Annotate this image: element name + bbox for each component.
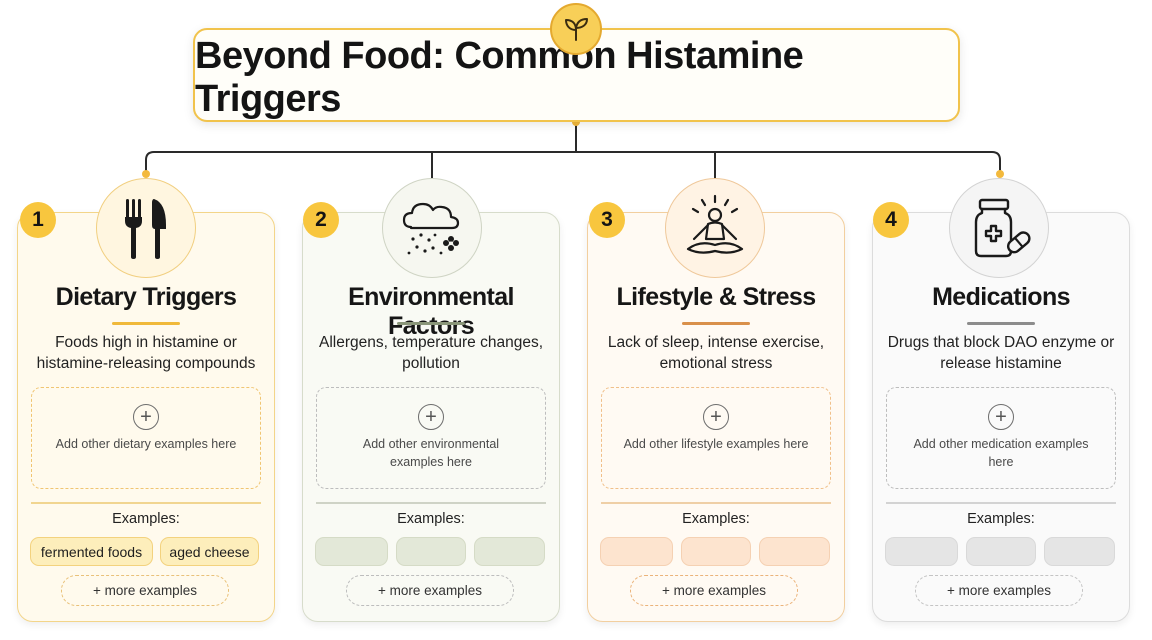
card-description: Lack of sleep, intense exercise, emotion… bbox=[607, 334, 825, 372]
title-underline bbox=[967, 322, 1035, 325]
add-examples-placeholder[interactable]: + Add other dietary examples here bbox=[31, 387, 261, 489]
plus-circle-icon[interactable]: + bbox=[703, 404, 729, 430]
example-chip[interactable]: aged cheese bbox=[160, 537, 259, 566]
card-title: Dietary Triggers bbox=[55, 283, 237, 311]
page-title: Beyond Food: Common Histamine Triggers bbox=[195, 35, 804, 120]
leaf-sprout-icon bbox=[550, 3, 602, 55]
card-description: Allergens, temperature changes, pollutio… bbox=[318, 334, 544, 372]
divider bbox=[31, 502, 261, 504]
more-examples-button[interactable]: + more examples bbox=[915, 575, 1083, 606]
placeholder-text: Add other environmental examples here bbox=[362, 437, 500, 469]
example-chip-empty[interactable] bbox=[1044, 537, 1115, 566]
add-examples-placeholder[interactable]: + Add other environmental examples here bbox=[316, 387, 546, 489]
example-chip-empty[interactable] bbox=[966, 537, 1036, 566]
plus-circle-icon[interactable]: + bbox=[133, 404, 159, 430]
examples-label: Examples: bbox=[112, 511, 180, 527]
examples-label: Examples: bbox=[682, 511, 750, 527]
placeholder-text: Add other lifestyle examples here bbox=[623, 437, 809, 451]
card-title: Medications bbox=[932, 283, 1070, 311]
more-examples-button[interactable]: + more examples bbox=[630, 575, 798, 606]
example-chip-empty[interactable] bbox=[600, 537, 673, 566]
step-number-badge: 1 bbox=[20, 202, 56, 238]
add-examples-placeholder[interactable]: + Add other lifestyle examples here bbox=[601, 387, 831, 489]
cloud-pollen-icon bbox=[382, 178, 482, 278]
card-description: Drugs that block DAO enzyme or release h… bbox=[887, 334, 1115, 372]
title-underline bbox=[682, 322, 750, 325]
plus-circle-icon[interactable]: + bbox=[988, 404, 1014, 430]
card-title: Lifestyle & Stress bbox=[616, 283, 816, 311]
step-number-badge: 2 bbox=[303, 202, 339, 238]
step-number-badge: 3 bbox=[589, 202, 625, 238]
divider bbox=[316, 502, 546, 504]
examples-label: Examples: bbox=[397, 511, 465, 527]
example-chip-empty[interactable] bbox=[396, 537, 466, 566]
card-description: Foods high in histamine or histamine-rel… bbox=[36, 334, 256, 372]
pill-bottle-icon bbox=[949, 178, 1049, 278]
placeholder-text: Add other dietary examples here bbox=[55, 437, 237, 451]
example-chip-empty[interactable] bbox=[885, 537, 958, 566]
card-title: Environmental Factors bbox=[348, 283, 514, 340]
more-examples-button[interactable]: + more examples bbox=[61, 575, 229, 606]
divider bbox=[601, 502, 831, 504]
meditation-icon bbox=[665, 178, 765, 278]
step-number-badge: 4 bbox=[873, 202, 909, 238]
placeholder-text: Add other medication examples here bbox=[913, 437, 1089, 469]
add-examples-placeholder[interactable]: + Add other medication examples here bbox=[886, 387, 1116, 489]
title-underline bbox=[397, 322, 465, 325]
example-chip-empty[interactable] bbox=[315, 537, 388, 566]
divider bbox=[886, 502, 1116, 504]
example-chip-empty[interactable] bbox=[759, 537, 830, 566]
example-chip-empty[interactable] bbox=[474, 537, 545, 566]
more-examples-button[interactable]: + more examples bbox=[346, 575, 514, 606]
example-chip-empty[interactable] bbox=[681, 537, 751, 566]
title-underline bbox=[112, 322, 180, 325]
examples-label: Examples: bbox=[967, 511, 1035, 527]
plus-circle-icon[interactable]: + bbox=[418, 404, 444, 430]
fork-knife-icon bbox=[96, 178, 196, 278]
example-chip[interactable]: fermented foods bbox=[30, 537, 153, 566]
